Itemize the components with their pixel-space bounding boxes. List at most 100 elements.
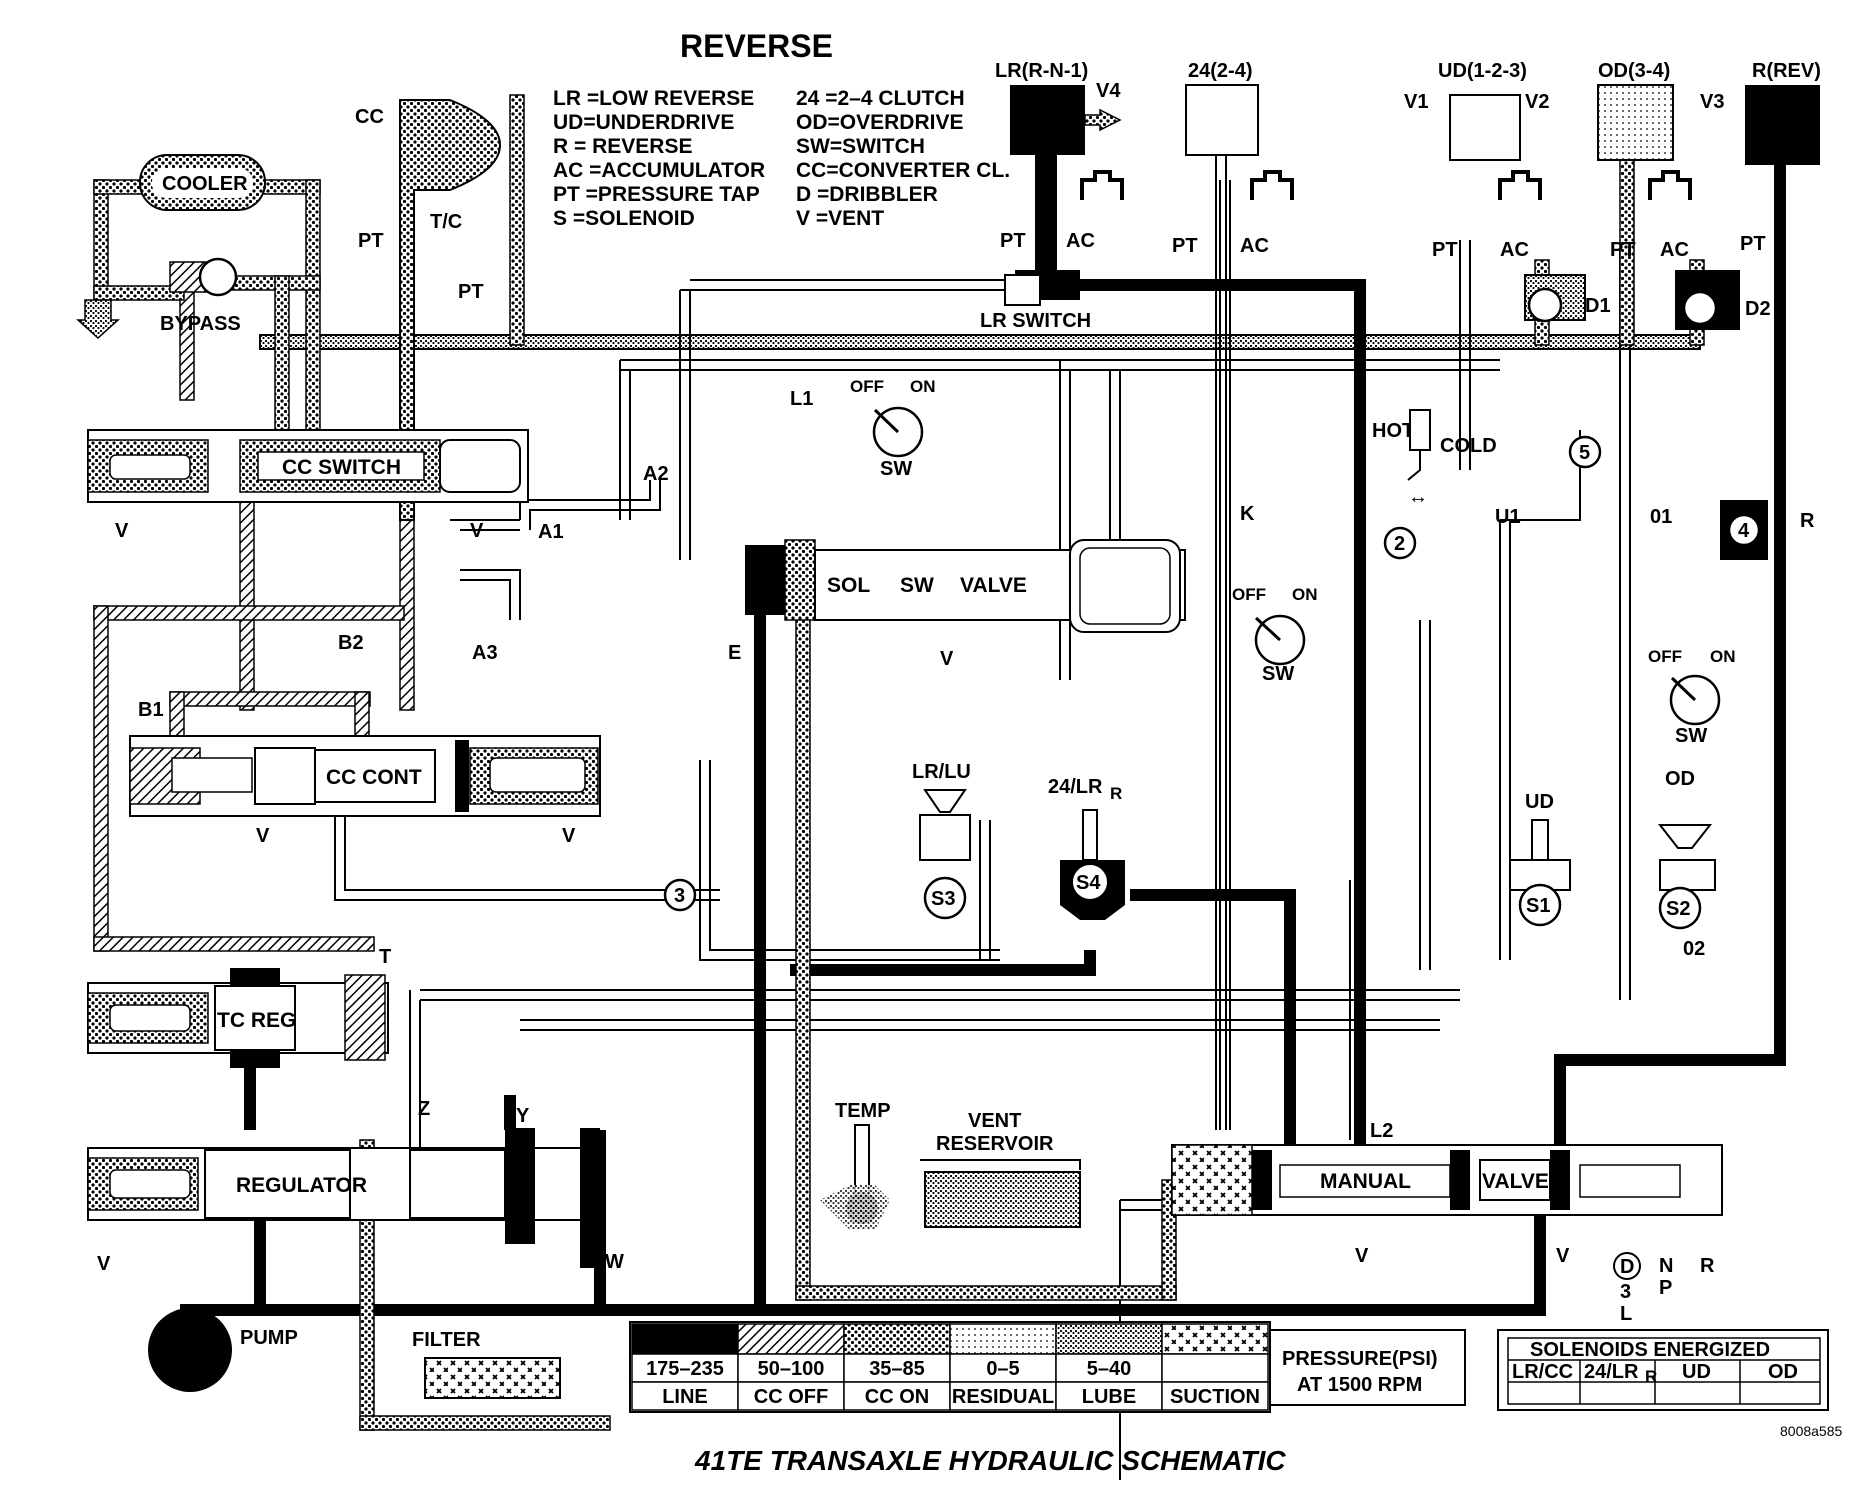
s4-label: S4: [1076, 872, 1101, 894]
gear-d: D: [1620, 1256, 1634, 1278]
v-label-5: V: [940, 648, 954, 670]
solenoid-s3: LR/LU S3: [912, 761, 971, 920]
abbr-sw: SW=SWITCH: [796, 135, 925, 158]
sw-valve-label: SW: [900, 574, 934, 597]
clutch-lr-label: LR(R-N-1): [995, 60, 1088, 82]
abbr-v: V =VENT: [796, 207, 884, 230]
cc-off-paths: [93, 139, 415, 952]
cc-switch-valve: CC SWITCH: [87, 429, 529, 503]
rev-pt-label: PT: [1740, 233, 1766, 255]
solenoid-s1: UD S1: [1509, 791, 1571, 927]
s24lr-subscript: R: [1110, 784, 1122, 803]
abbr-ud: UD=UNDERDRIVE: [553, 111, 734, 134]
legend-name-text: RESIDUAL: [952, 1386, 1054, 1408]
check-balls: 2 3 4 5: [663, 435, 1768, 912]
cooler-label: COOLER: [162, 173, 248, 195]
manual-valve: MANUAL VALVE: [1171, 1144, 1723, 1216]
abbr-ac: AC =ACCUMULATOR: [553, 159, 765, 182]
sw3-on-label: ON: [1710, 647, 1736, 666]
residual-lines: [334, 180, 1631, 1480]
s24lr-label: 24/LR: [1048, 776, 1103, 798]
temp-reservoir: TEMP VENT RESERVOIR: [820, 1100, 1081, 1230]
legend-range-text: 0–5: [986, 1358, 1019, 1380]
abbr-od: OD=OVERDRIVE: [796, 111, 963, 134]
v-label-7: V: [1355, 1245, 1369, 1267]
check-ball-2: 2: [1383, 526, 1417, 560]
solenoids-energized-table: SOLENOIDS ENERGIZED LR/CC 24/LR R UD OD: [1497, 1329, 1829, 1411]
gear-3: 3: [1620, 1281, 1631, 1303]
drain-arrow-icon: [76, 299, 120, 340]
sw3-off-label: OFF: [1648, 647, 1682, 666]
solenoids-energized-title: SOLENOIDS ENERGIZED: [1530, 1339, 1770, 1361]
switch-24: OFF ON SW: [1232, 585, 1318, 685]
lrlu-label: LR/LU: [912, 761, 971, 783]
dribbler-d2: D2: [1675, 270, 1771, 330]
hot-cold-arrow-icon: ↔: [1408, 486, 1428, 508]
t-label: T: [379, 946, 391, 968]
pump-label: PUMP: [240, 1327, 298, 1349]
d2-label: D2: [1745, 298, 1771, 320]
od-sol-label: OD: [1665, 768, 1695, 790]
pt-label-cc: PT: [358, 230, 384, 252]
col-od: OD: [1768, 1361, 1798, 1383]
cooler-group: COOLER BYPASS: [76, 154, 266, 340]
col-24lr-subscript: R: [1645, 1367, 1657, 1386]
valve-label: VALVE: [960, 574, 1027, 597]
legend-swatch-dots: [843, 1323, 951, 1355]
sw2-off-label: OFF: [1232, 585, 1266, 604]
legend-cell-range: [1161, 1353, 1269, 1383]
solenoid-s2: OD S2 02: [1657, 768, 1716, 960]
vent-reservoir-label-2: RESERVOIR: [936, 1133, 1054, 1155]
manual-label: MANUAL: [1320, 1170, 1411, 1193]
switch-l1: L1 OFF ON SW: [790, 377, 936, 480]
sw1-label: SW: [880, 458, 912, 480]
gear-r: R: [1700, 1255, 1715, 1277]
port-labels: V V V V V V V V A1 A2 A3 B1 B2 E T Z Y W…: [97, 463, 1570, 1275]
s2-label: S2: [1666, 898, 1690, 920]
w-label: W: [605, 1251, 624, 1273]
cold-label: COLD: [1440, 435, 1497, 457]
a1-label: A1: [538, 521, 564, 543]
legend-name-text: SUCTION: [1170, 1386, 1260, 1408]
tc-reg-valve: TC REG: [87, 968, 389, 1068]
o2-label: 02: [1683, 938, 1705, 960]
cc-cont-label: CC CONT: [326, 766, 422, 789]
d1-label: D1: [1585, 295, 1611, 317]
abbr-lr: LR =LOW REVERSE: [553, 87, 754, 110]
v4-vent-icon: [1084, 108, 1122, 132]
legend-range-text: 175–235: [646, 1358, 724, 1380]
pressure-legend-title-1: PRESSURE(PSI): [1282, 1348, 1438, 1370]
l1-label: L1: [790, 388, 813, 410]
sw3-label: SW: [1675, 725, 1707, 747]
pressure-legend-title-2: AT 1500 RPM: [1297, 1374, 1422, 1396]
tc-label: T/C: [430, 211, 462, 233]
figure-caption: 41TE TRANSAXLE HYDRAULIC SCHEMATIC: [694, 1445, 1286, 1476]
cc-switch-label: CC SWITCH: [282, 456, 401, 479]
v3-label: V3: [1700, 91, 1724, 113]
thermal-valve: HOT COLD ↔: [1372, 409, 1497, 508]
o1-label: 01: [1650, 506, 1672, 528]
pump: [148, 1308, 232, 1392]
legend-range-text: 5–40: [1087, 1358, 1132, 1380]
legend-swatch-cross: [1161, 1323, 1269, 1355]
c24-accumulator-icon: [1250, 170, 1294, 200]
filter: [424, 1357, 561, 1399]
legend-swatch-hatch: [737, 1323, 845, 1355]
legend-swatch-stipple: [1055, 1323, 1163, 1355]
ud-sol-label: UD: [1525, 791, 1554, 813]
diagram-title: REVERSE: [680, 28, 833, 64]
a2-label: A2: [643, 463, 669, 485]
svg-text:4: 4: [1738, 520, 1750, 542]
reference-code: 8008a585: [1780, 1423, 1843, 1439]
clutch-od: OD(3-4) V3 PT AC 01: [1597, 60, 1724, 528]
legend-name-text: LUBE: [1082, 1386, 1136, 1408]
legend-swatch-finedots: [949, 1323, 1057, 1355]
clutch-rev: R(REV) PT R: [1740, 60, 1821, 532]
l2-label: L2: [1370, 1120, 1393, 1142]
check-ball-4: 4: [1720, 500, 1768, 560]
legend-swatch-solid: [631, 1323, 739, 1355]
col-24lr: 24/LR: [1584, 1361, 1639, 1383]
legend-cell-name: [1161, 1381, 1269, 1411]
c24-ac-label: AC: [1240, 235, 1269, 257]
